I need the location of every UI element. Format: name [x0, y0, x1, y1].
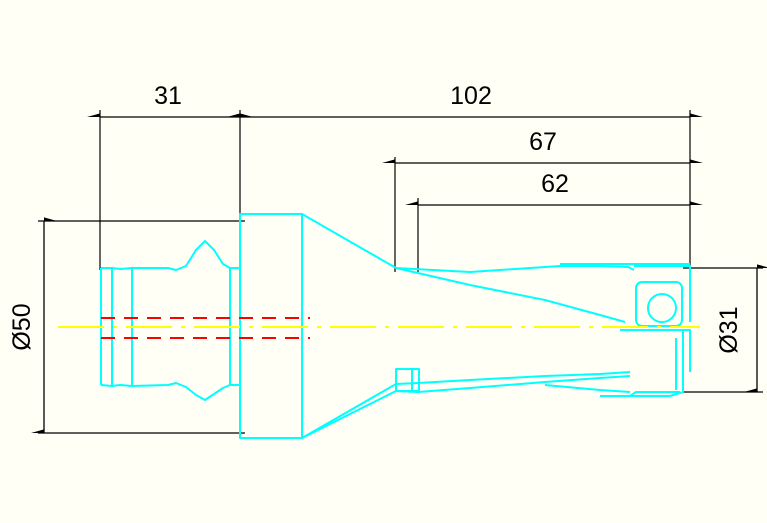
flute-step-bottom: [395, 368, 420, 392]
dim-label-102: 102: [450, 82, 492, 110]
hidden-lines-coolant-bore: [101, 317, 310, 339]
dim-label-67: 67: [529, 128, 557, 156]
dim-label-31: 31: [154, 82, 182, 110]
flute-helix-top: [395, 267, 626, 323]
dimension-lines: [31, 113, 767, 437]
dim-label-d31: Ø31: [715, 306, 743, 353]
extension-lines: [38, 110, 763, 434]
tip-bottom-chamfer: [600, 391, 680, 397]
tip-lower-shelf: [620, 329, 691, 372]
flute-helix-bottom: [301, 375, 631, 439]
body-lower-edge-2: [544, 384, 631, 393]
body-taper-bottom: [301, 371, 631, 439]
dim-label-62: 62: [541, 170, 569, 198]
shank-top-profile: [101, 240, 240, 271]
screw-hole: [647, 293, 677, 323]
tip-right-edge: [634, 265, 691, 322]
tip-lower-margin: [630, 330, 684, 397]
dim-label-d50: Ø50: [8, 303, 36, 350]
shank-bottom-profile: [100, 382, 240, 401]
